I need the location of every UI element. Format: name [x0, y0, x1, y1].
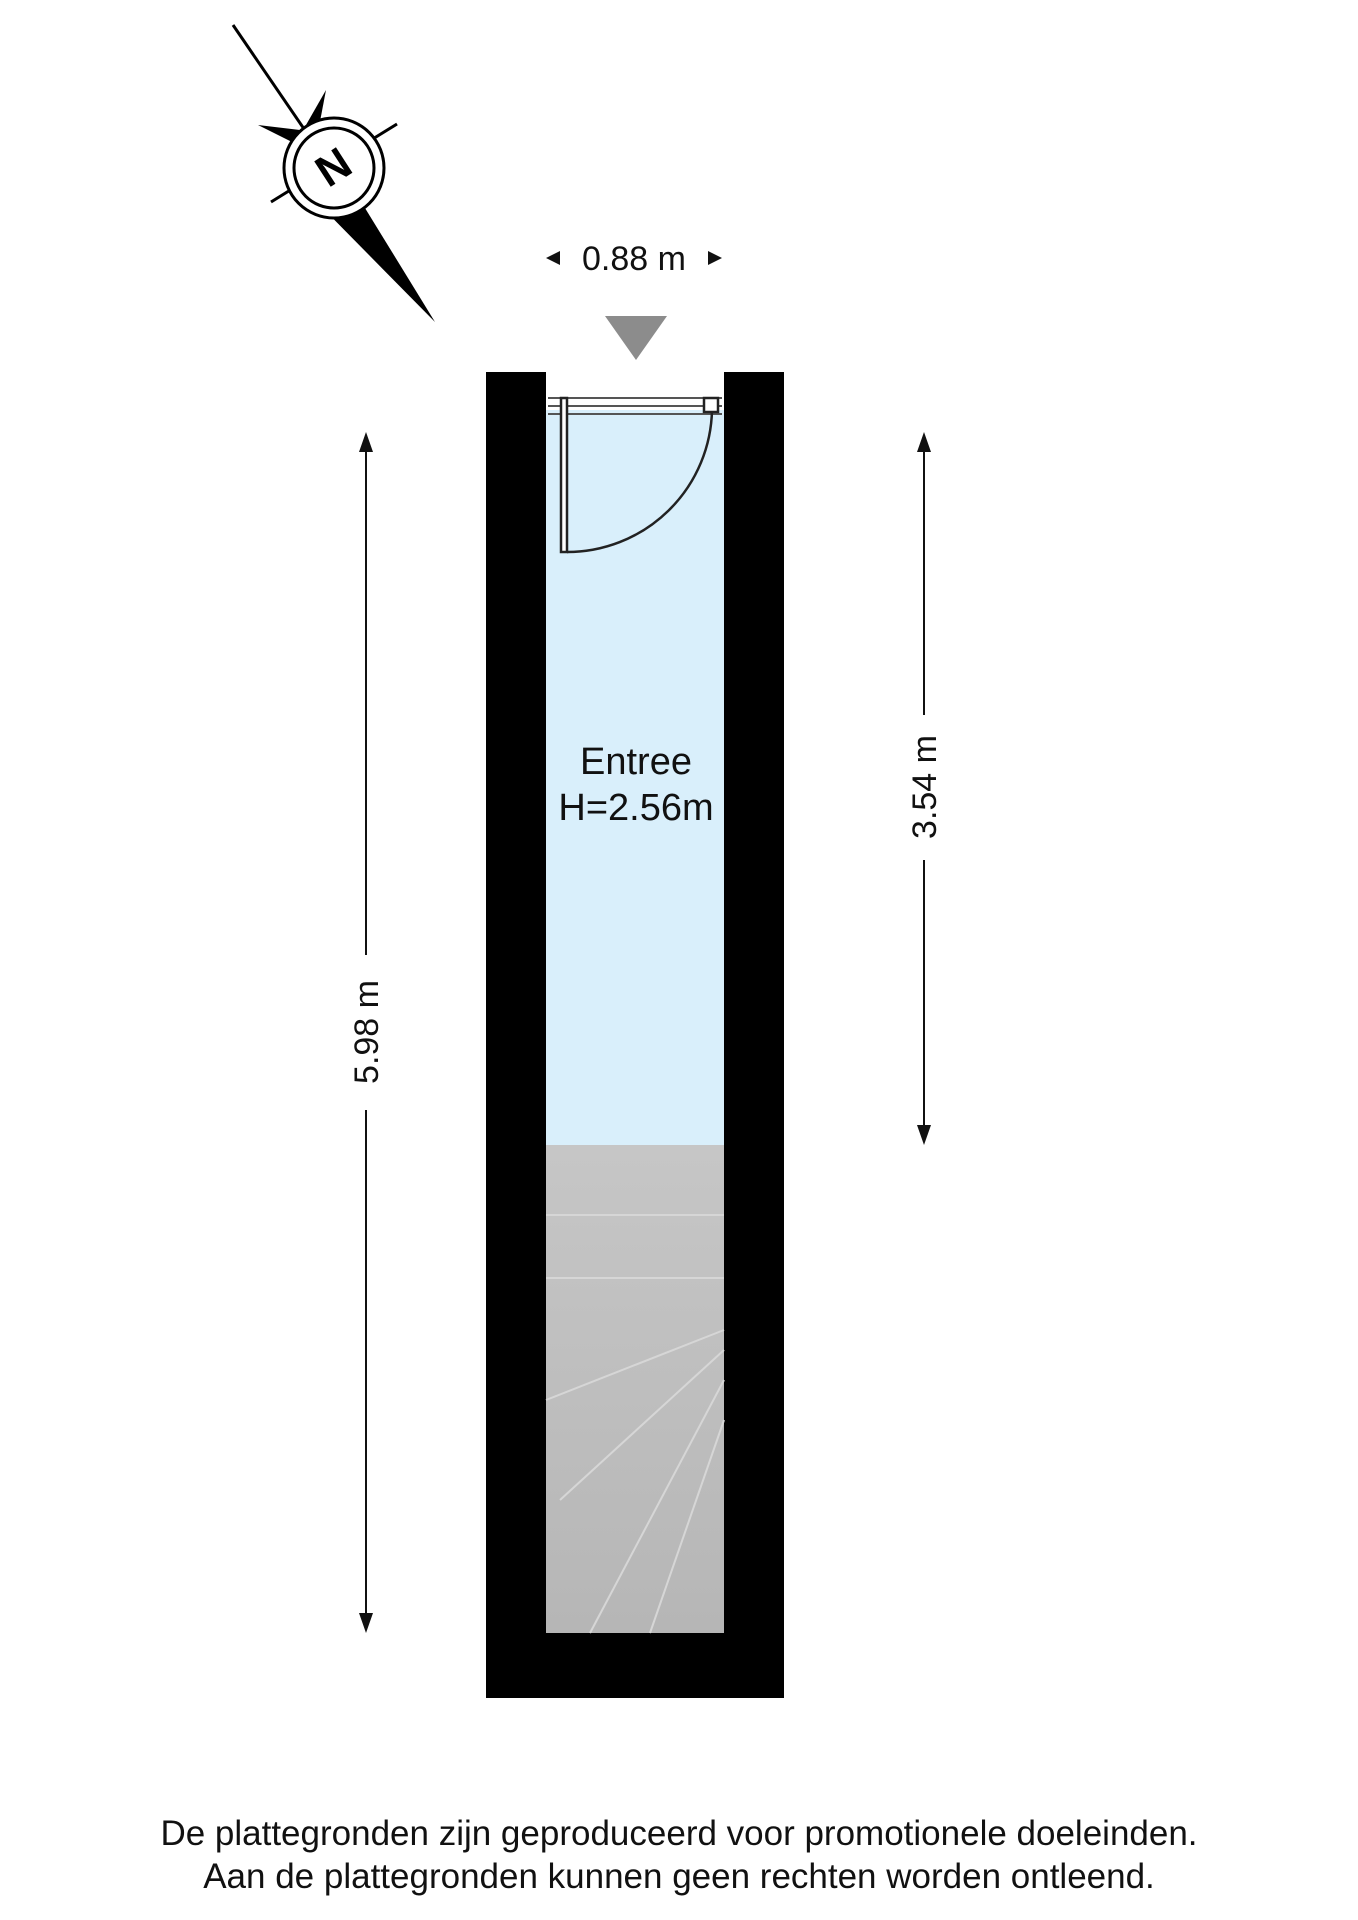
disclaimer: De plattegronden zijn geproduceerd voor … [0, 1812, 1358, 1898]
length-dimension-right-label: 3.54 m [906, 735, 944, 839]
entrance-marker-icon [605, 316, 667, 360]
door-swing [559, 396, 720, 554]
width-dimension: 0.88 m [546, 240, 722, 278]
length-dimension-left-label: 5.98 m [348, 980, 386, 1084]
stairs [545, 1145, 725, 1634]
width-dimension-label: 0.88 m [582, 240, 686, 278]
length-dimension-left: 5.98 m [348, 432, 386, 1633]
disclaimer-line-2: Aan de plattegronden kunnen geen rechten… [203, 1857, 1155, 1896]
north-compass-icon: N [231, 24, 435, 322]
disclaimer-line-1: De plattegronden zijn geproduceerd voor … [160, 1814, 1198, 1853]
room-name-label: Entree [580, 741, 692, 783]
door-frame [548, 397, 722, 415]
door-opening [546, 372, 724, 410]
room-height-label: H=2.56m [558, 787, 713, 829]
room-entree [546, 410, 724, 1145]
length-dimension-right: 3.54 m [906, 432, 944, 1145]
